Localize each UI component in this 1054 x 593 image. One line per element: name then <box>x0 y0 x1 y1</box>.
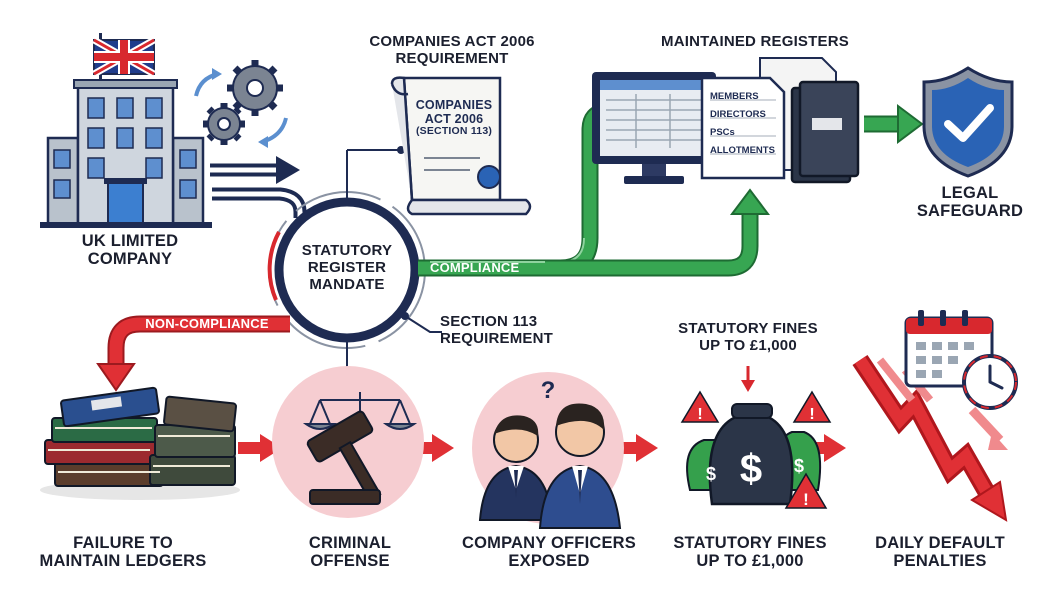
non-compliance-path-label: NON-COMPLIANCE <box>145 316 269 331</box>
money-bags-icon: $ $ $ <box>686 403 822 506</box>
clock-icon <box>962 354 1018 410</box>
shield-check-icon <box>922 66 1014 178</box>
question-mark-icon: ? <box>541 377 556 404</box>
register-list: MEMBERS DIRECTORS PSCs ALLOTMENTS <box>710 88 782 160</box>
non-compliance-arrow <box>96 315 290 392</box>
warning-icons: ! ! ! <box>680 390 832 509</box>
gears-icon <box>194 60 288 148</box>
register-item: DIRECTORS <box>710 109 766 120</box>
compliance-path-label: COMPLIANCE <box>430 260 520 275</box>
company-to-mandate-arrow <box>210 156 307 218</box>
register-item: MEMBERS <box>710 91 759 102</box>
registers-heading: MAINTAINED REGISTERS <box>661 33 849 50</box>
warning-icon: ! <box>803 490 809 509</box>
register-item: PSCs <box>710 127 735 138</box>
register-item: ALLOTMENTS <box>710 145 775 156</box>
warning-icon: ! <box>697 406 702 423</box>
registers-monitor-icon <box>592 72 716 184</box>
ledgers-books-icon <box>40 386 240 500</box>
consequence-arrows <box>238 434 846 462</box>
dollar-icon: $ <box>740 447 762 491</box>
dollar-icon: $ <box>794 456 804 476</box>
company-building-icon <box>40 33 212 228</box>
officers-icon: ? <box>472 372 624 529</box>
gavel-scales-icon <box>272 366 424 518</box>
register-books-icon <box>790 80 860 184</box>
fines-callout-arrow <box>741 366 755 392</box>
act-document-icon <box>390 76 532 216</box>
dollar-icon: $ <box>706 464 716 484</box>
warning-icon: ! <box>809 406 814 423</box>
